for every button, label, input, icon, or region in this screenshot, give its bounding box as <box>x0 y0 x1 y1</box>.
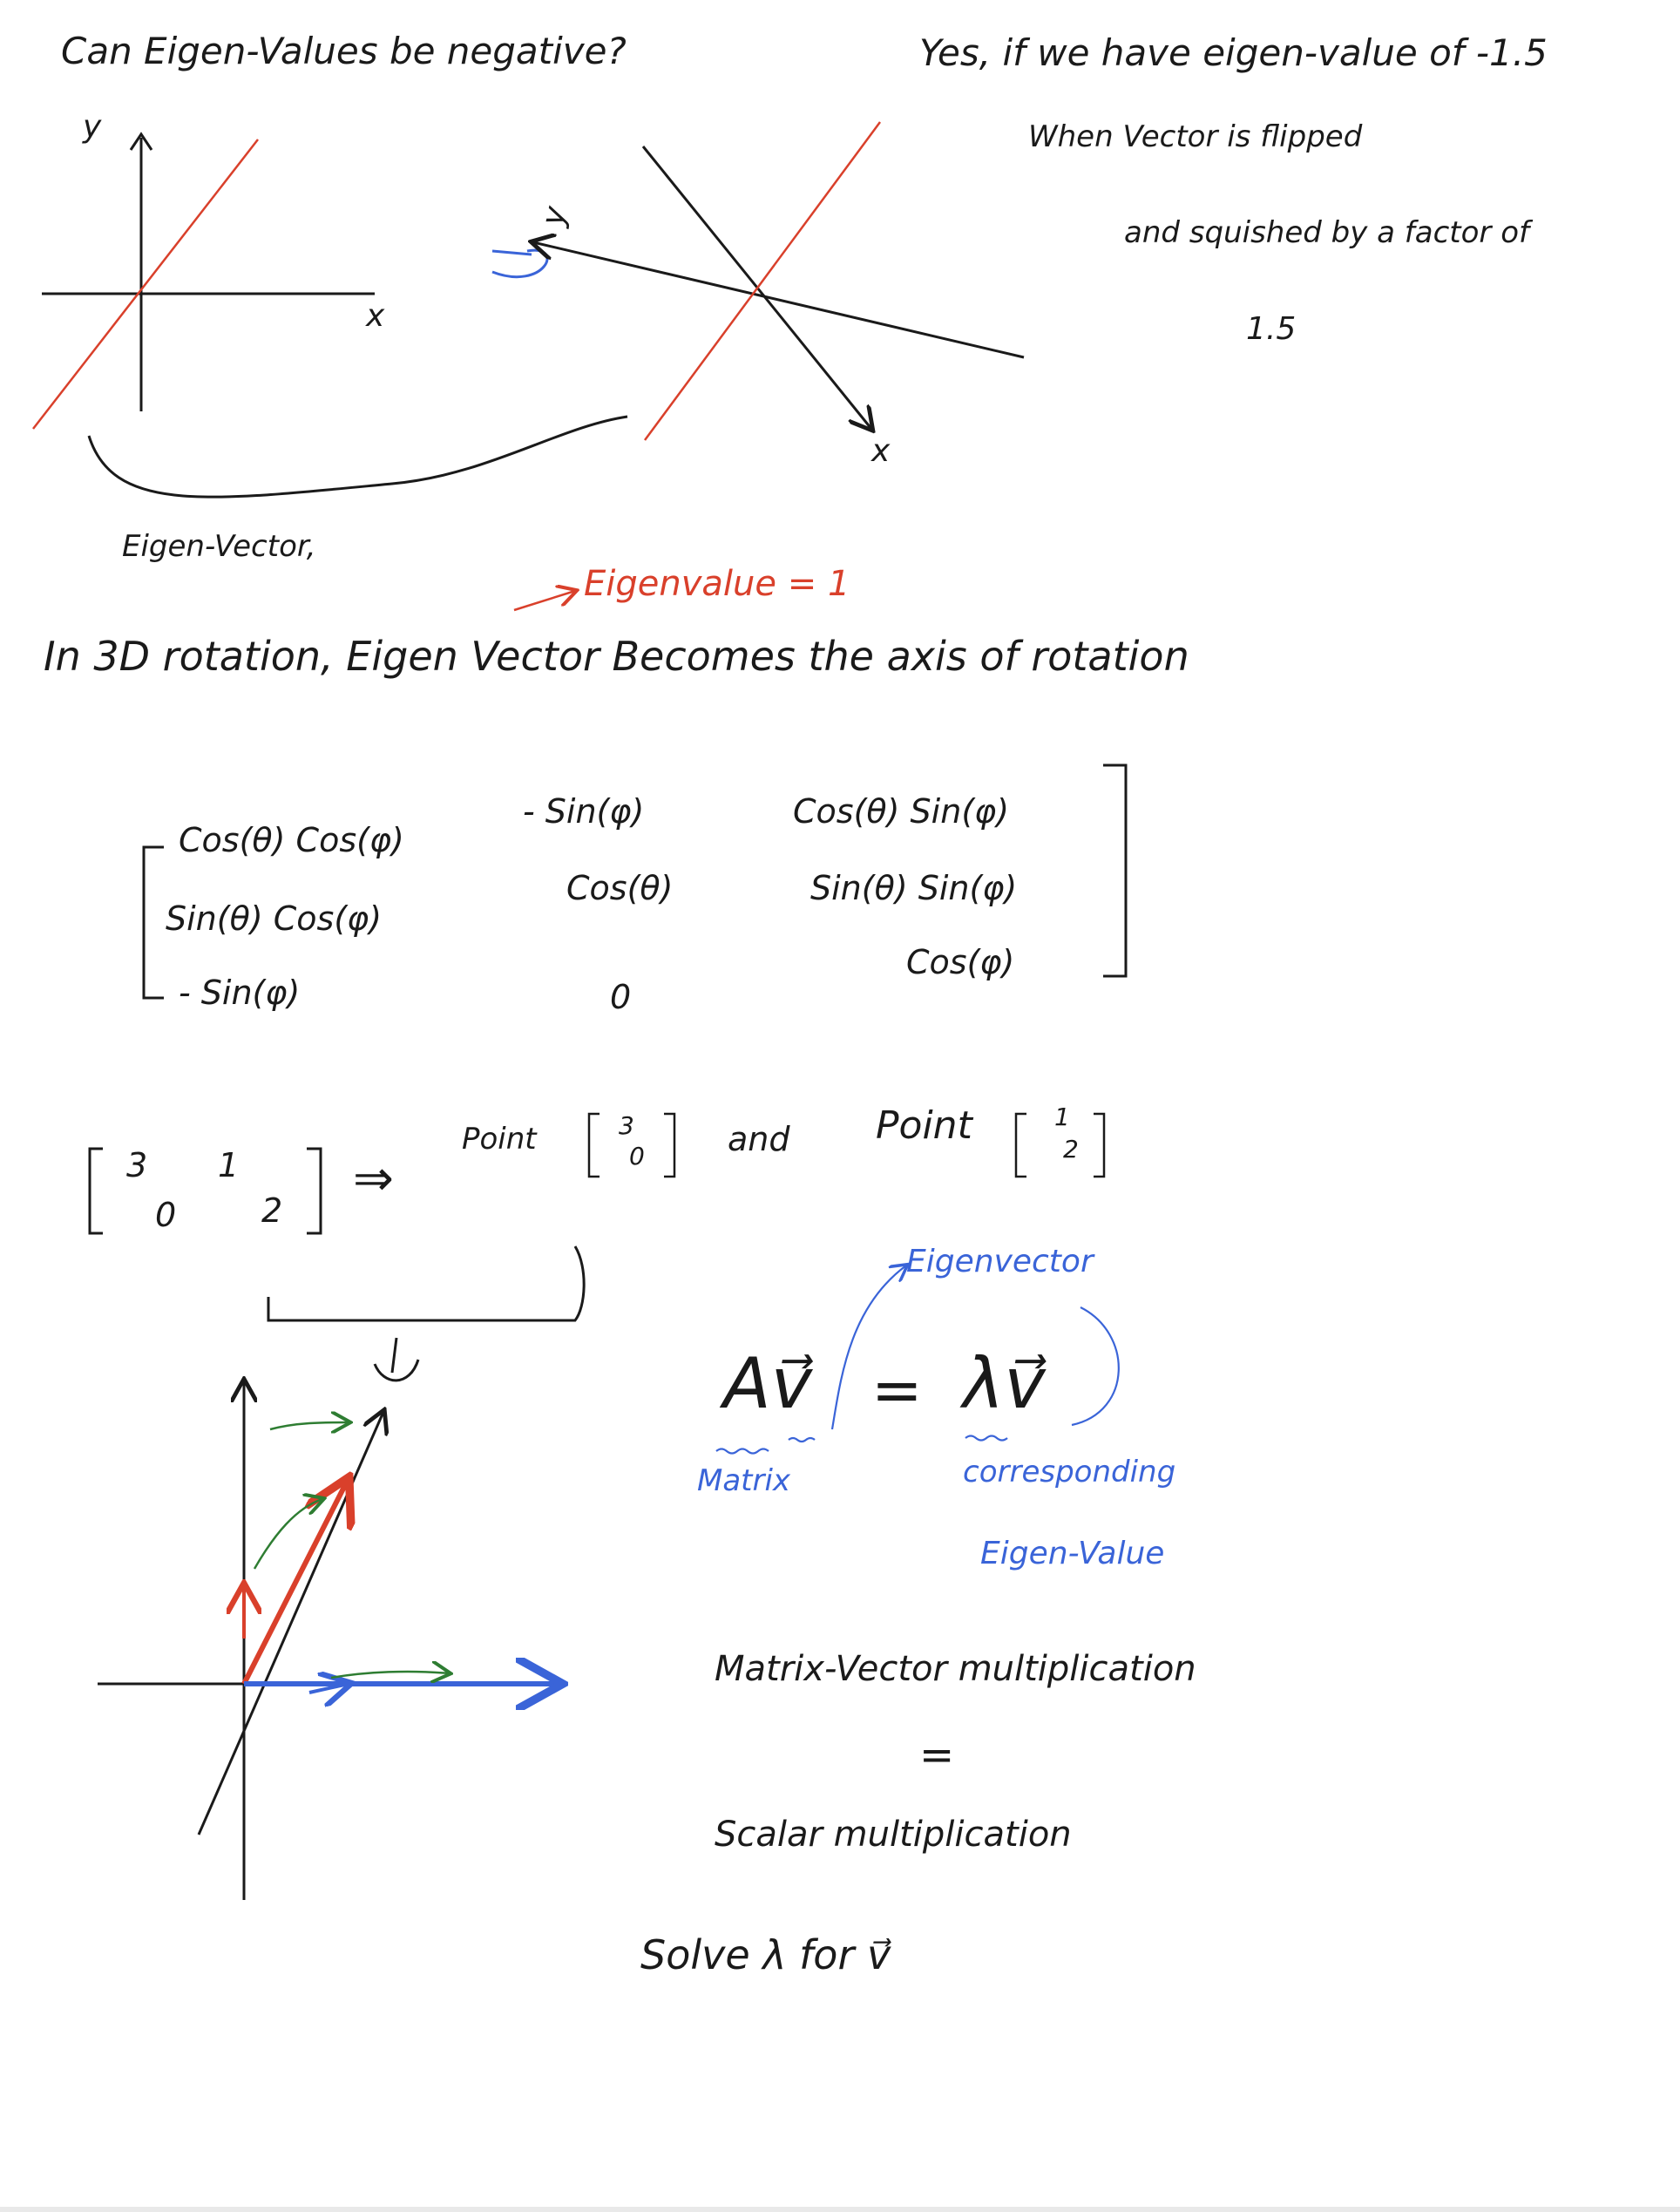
implies-arrow: ⇒ <box>353 1150 394 1207</box>
graph1-eigenvector-line <box>32 139 259 430</box>
small-matrix-b: 1 <box>218 1146 240 1184</box>
graph1-x-label: x <box>366 298 385 334</box>
graph2-eigenvector-line <box>643 121 882 441</box>
point2-bottom: 2 <box>1063 1135 1079 1164</box>
shear-arrows <box>253 1422 449 1678</box>
small-matrix-a: 3 <box>126 1146 148 1184</box>
graph2-axes <box>533 146 1025 429</box>
matrix-squiggle <box>715 1448 769 1455</box>
lambda-squiggle <box>965 1435 1008 1442</box>
bottom-bar <box>0 2207 1680 2212</box>
point1-bottom: 0 <box>629 1142 645 1170</box>
matrix-r3c1: - Sin(φ) <box>179 974 301 1012</box>
transform-arrow <box>491 248 549 278</box>
and-word: and <box>728 1120 790 1158</box>
graph1-axes <box>42 132 375 411</box>
point2-top: 1 <box>1054 1103 1070 1131</box>
matrix-r2c3: Sin(θ) Sin(φ) <box>810 869 1018 907</box>
equation-equals: = <box>871 1354 923 1426</box>
answer-line2: When Vector is flipped <box>1028 119 1363 154</box>
down-arrow <box>373 1337 420 1382</box>
matrix-r3c2: 0 <box>610 978 632 1016</box>
question-text: Can Eigen-Values be negative? <box>61 30 627 72</box>
rotation-note: In 3D rotation, Eigen Vector Becomes the… <box>44 633 1189 680</box>
point-word-2: Point <box>876 1103 972 1148</box>
solve-note: Solve λ for v⃗ <box>640 1931 891 1978</box>
eigenvalue-pointer <box>513 591 575 612</box>
answer-line3: and squished by a factor of <box>1124 215 1529 250</box>
point-word-1: Point <box>462 1122 537 1157</box>
v-squiggle <box>788 1436 816 1443</box>
small-matrix-d: 2 <box>261 1191 283 1230</box>
graph1-brace <box>87 415 628 499</box>
matrix-label: Matrix <box>697 1463 791 1498</box>
points-brace <box>267 1245 586 1322</box>
eigenvector-pointer-left <box>830 1265 906 1430</box>
graph3-axes <box>98 1381 558 1900</box>
eigen-vector-label: Eigen-Vector, <box>122 529 316 564</box>
point1-top: 3 <box>619 1111 634 1140</box>
explanation-line2: Scalar multiplication <box>715 1815 1072 1855</box>
small-matrix-brackets <box>88 1147 322 1235</box>
matrix-r3c3: Cos(φ) <box>906 943 1015 981</box>
explanation-line1: Matrix-Vector multiplication <box>715 1649 1196 1689</box>
graph2-x-label: x <box>871 433 891 469</box>
graph1-y-label: y <box>83 109 102 145</box>
matrix-r2c2: Cos(θ) <box>566 869 674 907</box>
matrix-r1c2: - Sin(φ) <box>523 792 645 831</box>
answer-line4: 1.5 <box>1246 311 1297 347</box>
blue-mid-arrow <box>308 1684 349 1693</box>
explanation-equals: = <box>919 1731 955 1780</box>
point-brackets <box>587 1112 1106 1178</box>
matrix-brackets <box>142 763 1128 1000</box>
answer-text: Yes, if we have eigen-value of -1.5 <box>919 31 1548 74</box>
equation-lhs: Av⃗ <box>723 1343 813 1424</box>
eigenvalue-note: Eigenvalue = 1 <box>584 564 850 604</box>
matrix-r1c3: Cos(θ) Sin(φ) <box>793 792 1010 831</box>
matrix-r2c1: Sin(θ) Cos(φ) <box>166 899 383 938</box>
small-matrix-c: 0 <box>155 1196 177 1234</box>
corresponding-label: corresponding <box>963 1455 1176 1489</box>
eigenvector-pointer-right <box>1071 1306 1120 1427</box>
eigenvector-label: Eigenvector <box>906 1244 1094 1279</box>
eigen-value-label: Eigen-Value <box>980 1536 1165 1571</box>
transformed-vector <box>241 1482 347 1686</box>
equation-rhs: λv⃗ <box>963 1343 1046 1424</box>
matrix-r1c1: Cos(θ) Cos(φ) <box>179 821 404 859</box>
